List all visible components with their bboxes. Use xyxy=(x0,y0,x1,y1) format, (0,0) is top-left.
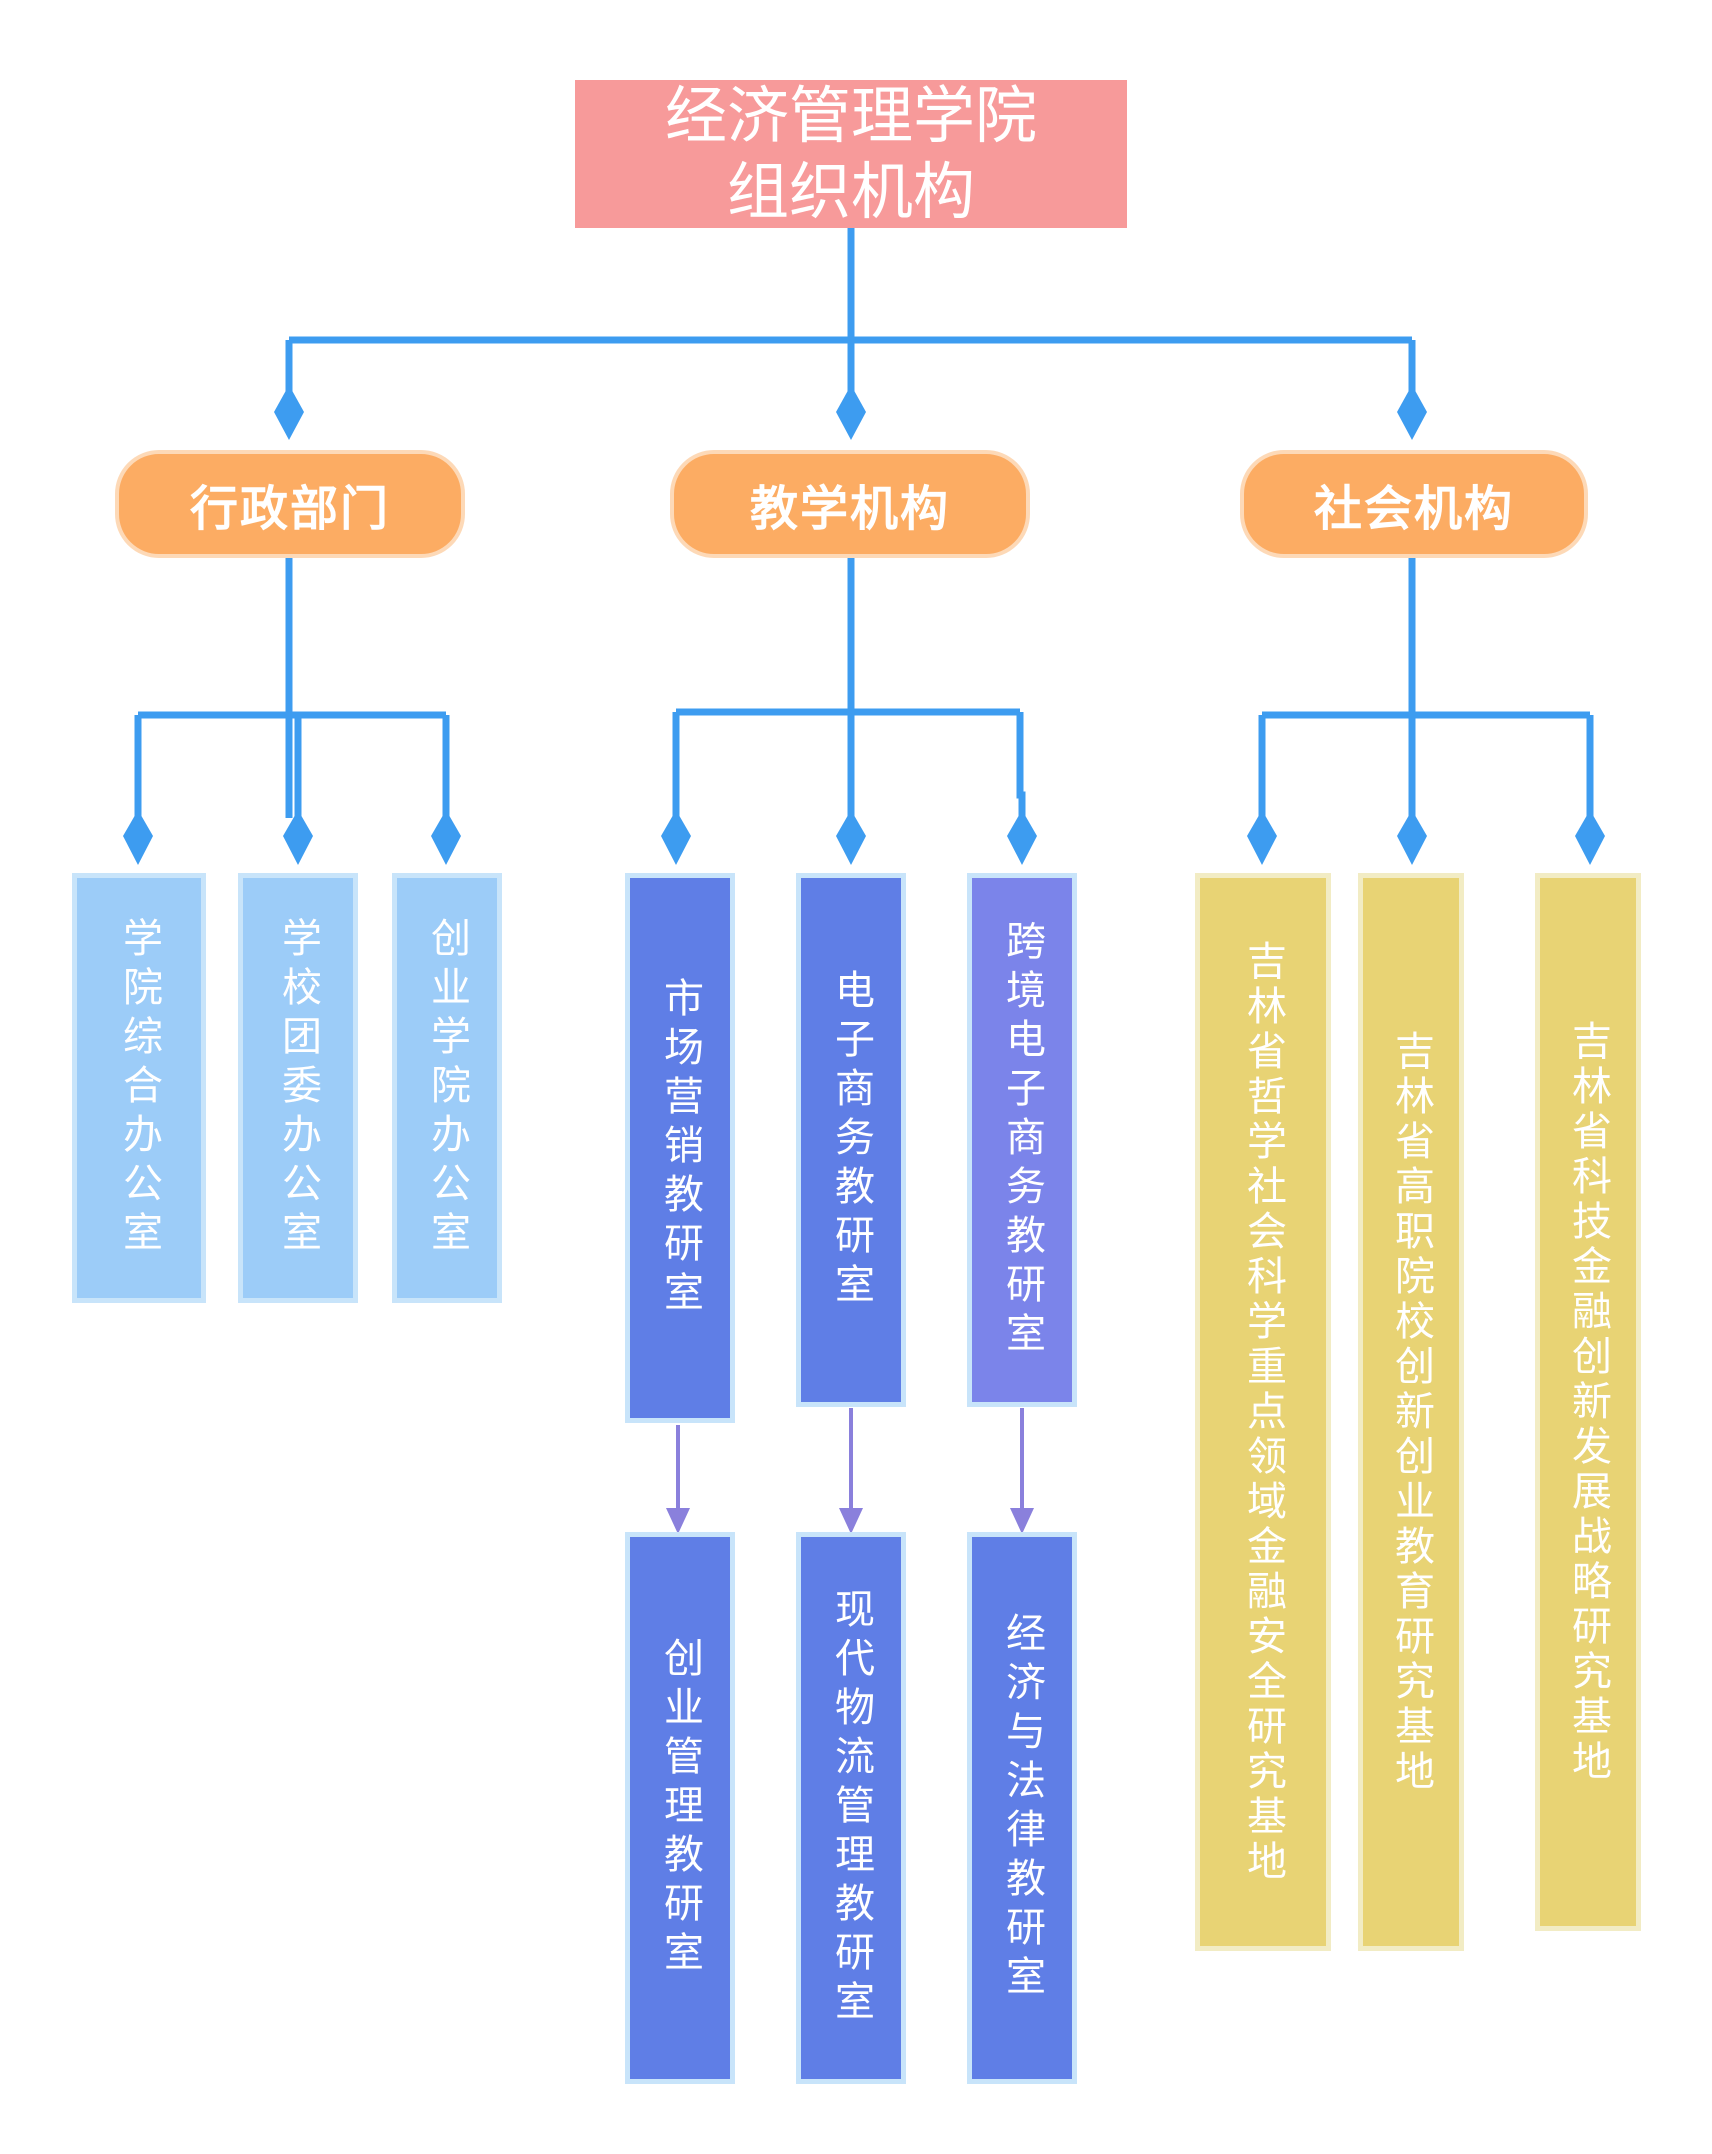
diamond-teach-category xyxy=(836,385,866,440)
teaching-unit-3-label: 跨境电子商务教研室 xyxy=(999,919,1045,1361)
teaching-sub-unit-3: 经济与法律教研室 xyxy=(967,1532,1077,2084)
diamond-admin-category xyxy=(274,385,304,440)
social-unit-1-label: 吉林省哲学社会科学重点领域金融安全研究基地 xyxy=(1240,939,1286,1885)
social-unit-2: 吉林省高职院校创新创业教育研究基地 xyxy=(1358,873,1464,1951)
admin-unit-3: 创业学院办公室 xyxy=(392,873,502,1303)
diamond-social-category xyxy=(1397,385,1427,440)
teaching-unit-2-label: 电子商务教研室 xyxy=(828,968,874,1312)
root-title-line-1: 经济管理学院 xyxy=(664,79,1037,152)
teaching-unit-3: 跨境电子商务教研室 xyxy=(967,873,1077,1407)
social-unit-1: 吉林省哲学社会科学重点领域金融安全研究基地 xyxy=(1195,873,1331,1951)
teaching-sub-unit-3-label: 经济与法律教研室 xyxy=(999,1612,1045,2004)
root-title-box: 经济管理学院 组织机构 xyxy=(575,79,1127,228)
category-admin: 行政部门 xyxy=(115,450,465,558)
diamond-admin-2 xyxy=(283,810,313,865)
diamond-social-3 xyxy=(1575,810,1605,865)
teaching-sub-unit-2-label: 现代物流管理教研室 xyxy=(828,1587,874,2029)
diamond-teach-3 xyxy=(1007,810,1037,865)
root-title-line-2: 组织机构 xyxy=(726,155,975,228)
diamond-teach-1 xyxy=(661,810,691,865)
admin-unit-1-label: 学院综合办公室 xyxy=(116,916,162,1260)
social-unit-3-label: 吉林省科技金融创新发展战略研究基地 xyxy=(1565,1019,1611,1785)
admin-unit-1: 学院综合办公室 xyxy=(72,873,206,1303)
admin-unit-2: 学校团委办公室 xyxy=(238,873,358,1303)
teaching-sub-unit-1: 创业管理教研室 xyxy=(625,1532,735,2084)
category-teaching: 教学机构 xyxy=(670,450,1030,558)
admin-unit-3-label: 创业学院办公室 xyxy=(424,916,470,1260)
teaching-unit-2: 电子商务教研室 xyxy=(796,873,906,1407)
connector-teach-right xyxy=(1016,712,1026,818)
social-unit-3: 吉林省科技金融创新发展战略研究基地 xyxy=(1535,873,1641,1931)
social-unit-2-label: 吉林省高职院校创新创业教育研究基地 xyxy=(1388,1029,1434,1795)
arrow-head-2 xyxy=(839,1508,863,1534)
diamond-social-1 xyxy=(1247,810,1277,865)
teaching-sub-unit-2: 现代物流管理教研室 xyxy=(796,1532,906,2084)
diamond-teach-2 xyxy=(836,810,866,865)
teaching-unit-1: 市场营销教研室 xyxy=(625,873,735,1423)
teaching-sub-unit-1-label: 创业管理教研室 xyxy=(657,1636,703,1980)
arrow-head-3 xyxy=(1010,1508,1034,1534)
diamond-admin-3 xyxy=(431,810,461,865)
diamond-admin-1 xyxy=(123,810,153,865)
arrow-head-1 xyxy=(666,1508,690,1534)
admin-unit-2-label: 学校团委办公室 xyxy=(275,916,321,1260)
diamond-social-2 xyxy=(1397,810,1427,865)
teaching-unit-1-label: 市场营销教研室 xyxy=(657,976,703,1320)
category-social: 社会机构 xyxy=(1240,450,1588,558)
